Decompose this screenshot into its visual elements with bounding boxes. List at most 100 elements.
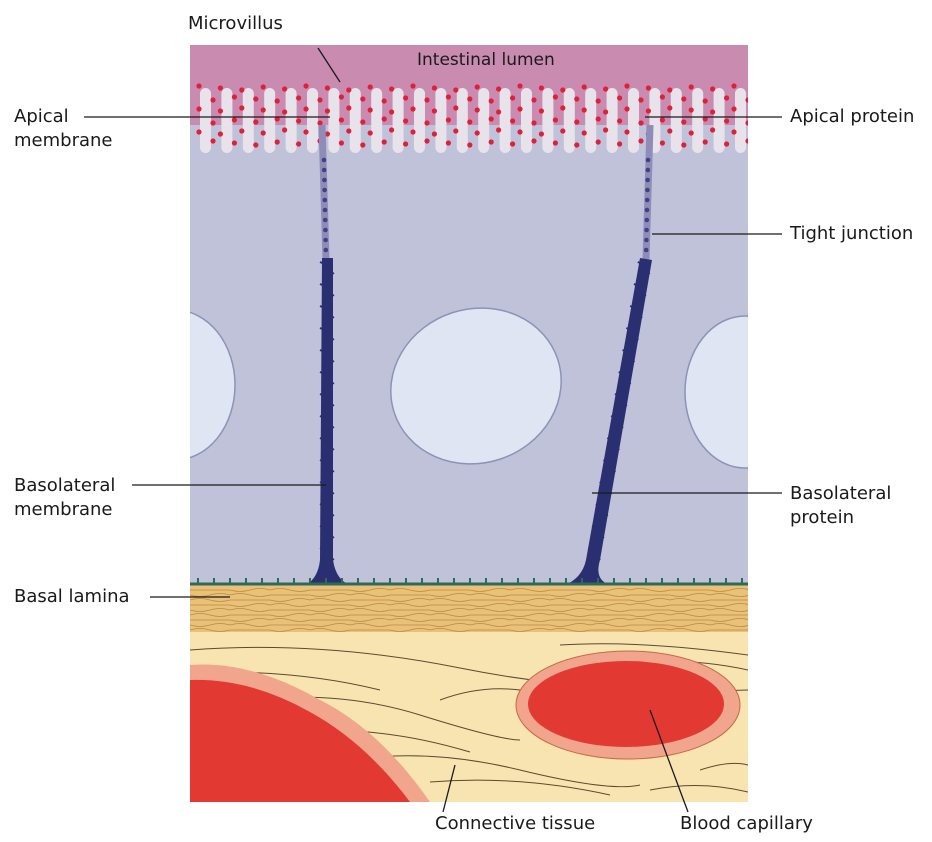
microvillus	[221, 88, 232, 153]
tight-junction-dot	[645, 178, 650, 183]
nucleus-right	[685, 316, 805, 468]
apical-protein-dot	[646, 108, 651, 113]
apical-protein-dot	[382, 116, 387, 121]
apical-protein-dot	[710, 127, 715, 132]
apical-protein-dot	[467, 96, 472, 101]
apical-protein-dot	[432, 85, 437, 90]
apical-protein-dot	[403, 118, 408, 123]
apical-protein-dot	[617, 95, 622, 100]
microvillus	[628, 88, 639, 153]
apical-protein-dot	[382, 139, 387, 144]
apical-protein-dot	[574, 142, 579, 147]
apical-protein-dot	[261, 130, 266, 135]
apical-protein-dot	[667, 87, 672, 92]
microvillus	[371, 88, 382, 153]
tight-junction-dot	[645, 218, 650, 223]
apical-protein-dot	[582, 107, 587, 112]
apical-protein-dot	[346, 128, 351, 133]
apical-protein-dot	[253, 119, 258, 124]
apical-protein-dot	[681, 142, 686, 147]
apical-protein-dot	[410, 129, 415, 134]
apical-protein-dot	[261, 107, 266, 112]
apical-protein-dot	[389, 86, 394, 91]
label-apical-protein: Apical protein	[790, 105, 914, 129]
apical-protein-dot	[617, 141, 622, 146]
apical-protein-dot	[489, 98, 494, 103]
apical-protein-dot	[232, 140, 237, 145]
microvillus	[350, 88, 361, 153]
apical-protein-dot	[731, 83, 736, 88]
apical-protein-dot	[660, 94, 665, 99]
apical-protein-dot	[475, 130, 480, 135]
apical-protein-dot	[253, 142, 258, 147]
microvillus	[585, 88, 596, 153]
apical-protein-dot	[574, 119, 579, 124]
apical-protein-dot	[582, 84, 587, 89]
tight-junction-dot	[645, 188, 650, 193]
tight-junction-dot	[646, 158, 651, 163]
label-connective-tissue: Connective tissue	[435, 812, 595, 836]
apical-protein-dot	[210, 138, 215, 143]
apical-protein-dot	[638, 138, 643, 143]
apical-protein-dot	[638, 120, 643, 125]
apical-protein-dot	[325, 85, 330, 90]
apical-protein-dot	[239, 105, 244, 110]
apical-protein-dot	[475, 107, 480, 112]
apical-protein-dot	[496, 109, 501, 114]
label-basolateral-protein-line1: Basolateral	[790, 482, 891, 506]
tight-junction-dot	[644, 228, 649, 233]
apical-protein-dot	[689, 107, 694, 112]
apical-protein-dot	[560, 128, 565, 133]
apical-protein-dot	[360, 119, 365, 124]
apical-protein-dot	[368, 107, 373, 112]
apical-protein-dot	[660, 117, 665, 122]
label-basolateral-membrane-line1: Basolateral	[14, 474, 115, 498]
apical-protein-dot	[638, 97, 643, 102]
apical-protein-dot	[553, 117, 558, 122]
microvillus	[500, 88, 511, 153]
apical-protein-dot	[603, 109, 608, 114]
microvillus	[414, 88, 425, 153]
apical-protein-dot	[689, 130, 694, 135]
apical-protein-dot	[667, 105, 672, 110]
apical-protein-dot	[531, 138, 536, 143]
apical-protein-dot	[196, 129, 201, 134]
apical-protein-dot	[596, 139, 601, 144]
apical-protein-dot	[710, 86, 715, 91]
tight-junction-dot	[322, 158, 327, 163]
tight-junction-dot	[322, 168, 327, 173]
apical-protein-dot	[496, 127, 501, 132]
microvillus	[243, 88, 254, 153]
apical-protein-dot	[624, 106, 629, 111]
microvillus	[307, 88, 318, 153]
label-microvillus: Microvillus	[188, 12, 283, 36]
apical-protein-dot	[275, 98, 280, 103]
microvillus	[735, 88, 746, 153]
apical-protein-dot	[210, 97, 215, 102]
apical-protein-dot	[432, 108, 437, 113]
apical-protein-dot	[574, 96, 579, 101]
apical-protein-dot	[646, 85, 651, 90]
apical-protein-dot	[339, 117, 344, 122]
apical-protein-dot	[196, 83, 201, 88]
label-basolateral-membrane-line2: membrane	[14, 498, 112, 522]
apical-protein-dot	[446, 140, 451, 145]
microvillus	[564, 88, 575, 153]
tight-junction-dot	[323, 238, 328, 243]
microvillus	[714, 88, 725, 153]
tight-junction-dot	[322, 188, 327, 193]
apical-protein-dot	[560, 87, 565, 92]
apical-protein-dot	[296, 141, 301, 146]
apical-protein-dot	[517, 129, 522, 134]
microvillus	[478, 88, 489, 153]
tight-junction-dot	[644, 238, 649, 243]
apical-protein-dot	[553, 94, 558, 99]
apical-protein-dot	[517, 106, 522, 111]
microvillus	[264, 88, 275, 153]
apical-protein-dot	[624, 129, 629, 134]
apical-protein-dot	[432, 131, 437, 136]
apical-protein-dot	[275, 139, 280, 144]
apical-protein-dot	[218, 108, 223, 113]
label-basal-lamina: Basal lamina	[14, 585, 130, 609]
apical-protein-dot	[346, 87, 351, 92]
